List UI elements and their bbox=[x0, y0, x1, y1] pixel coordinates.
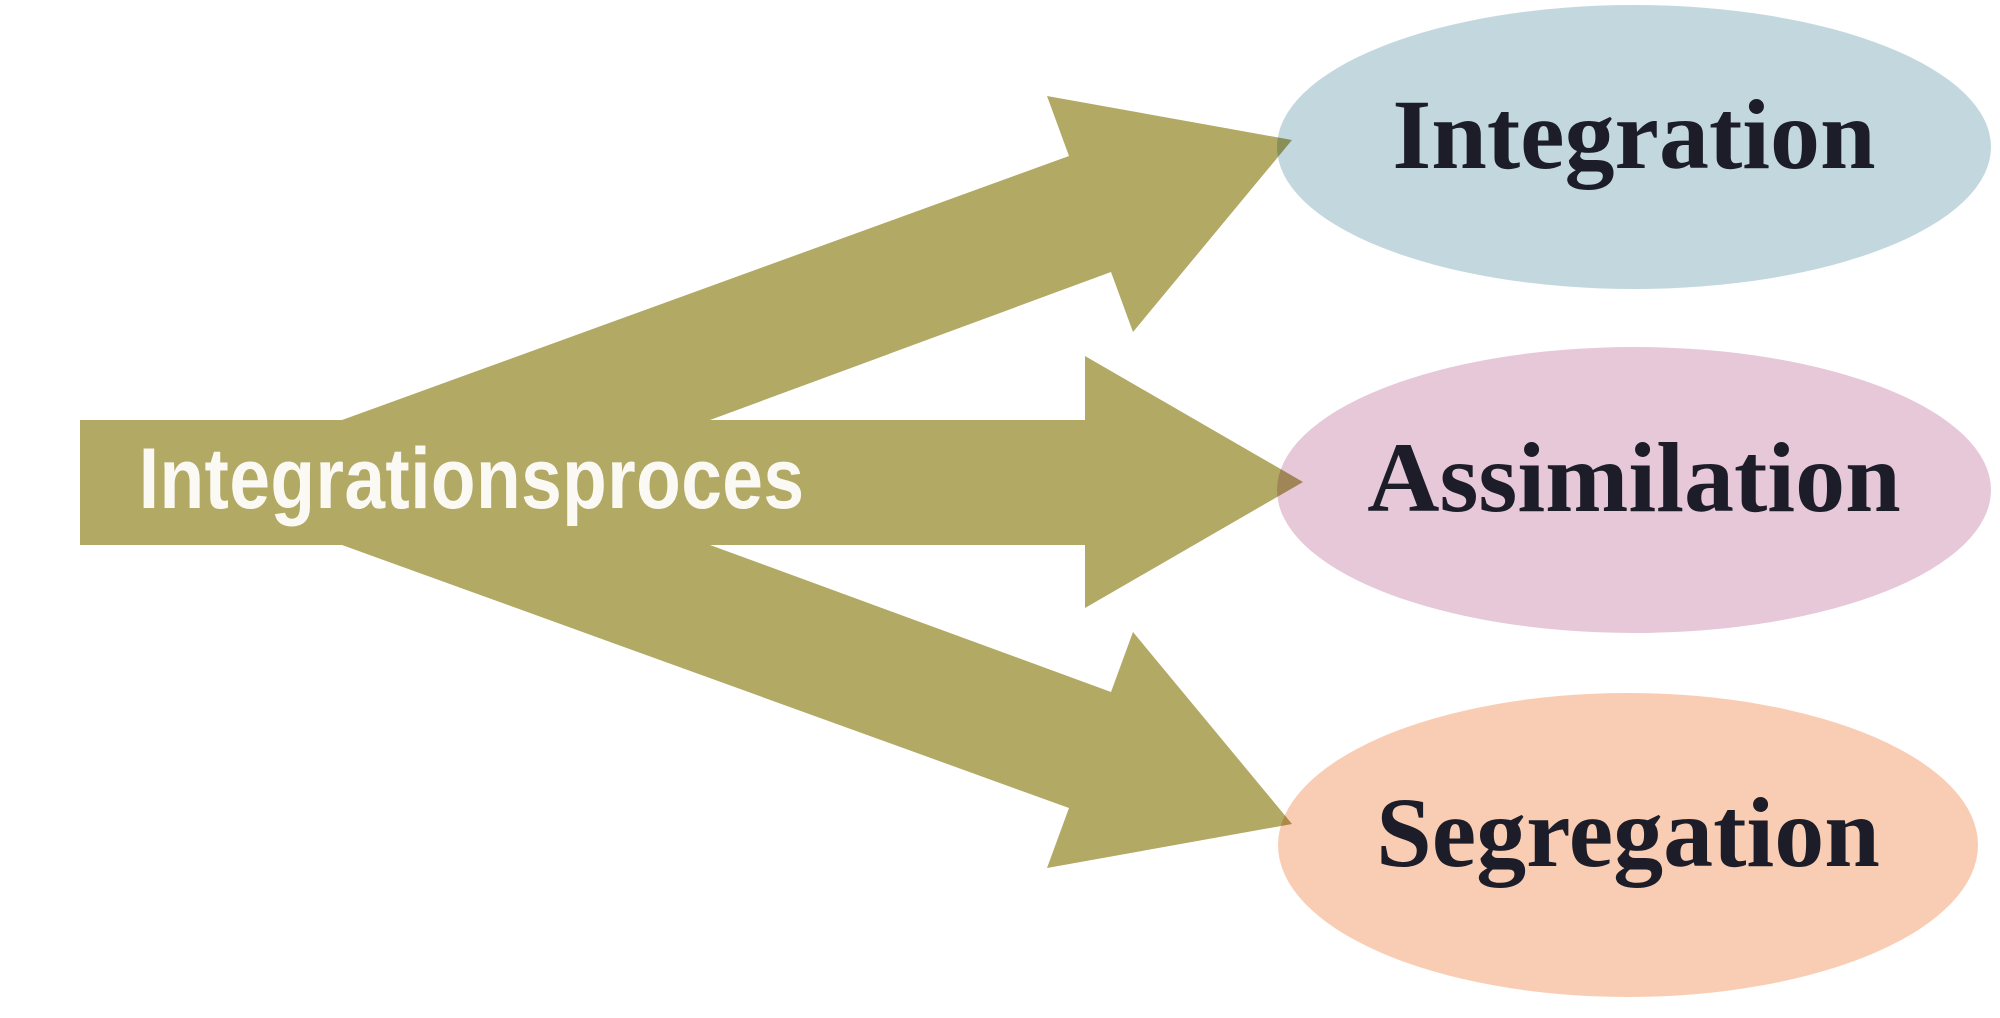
segregation-ellipse bbox=[1278, 693, 1978, 997]
three-branch-arrow bbox=[80, 96, 1303, 868]
integration-ellipse bbox=[1277, 5, 1991, 289]
assimilation-ellipse bbox=[1277, 347, 1991, 633]
